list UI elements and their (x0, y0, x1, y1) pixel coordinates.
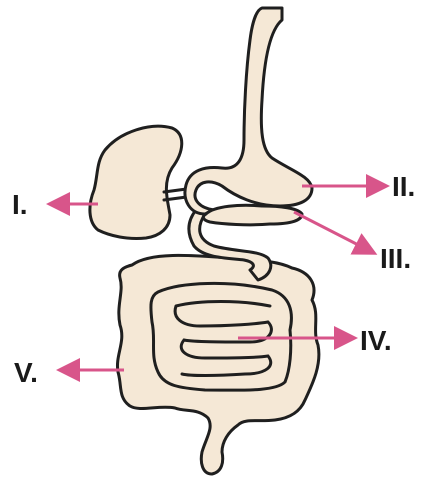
pancreas (203, 205, 302, 225)
label-iv: IV. (360, 325, 392, 356)
stomach (185, 8, 312, 214)
label-i: I. (12, 189, 28, 220)
liver (90, 126, 182, 238)
label-v: V. (14, 357, 38, 388)
arrow-pancreas (294, 212, 372, 252)
label-ii: II. (392, 171, 415, 202)
label-iii: III. (380, 243, 411, 274)
